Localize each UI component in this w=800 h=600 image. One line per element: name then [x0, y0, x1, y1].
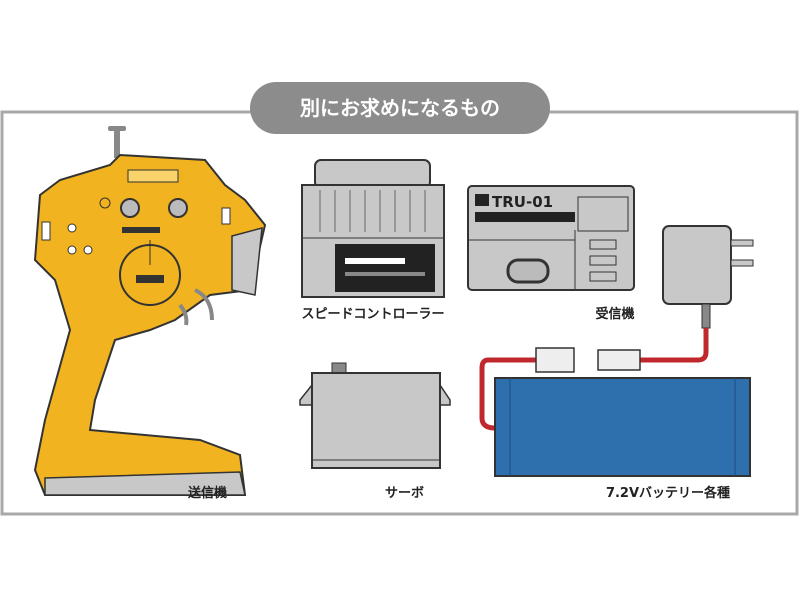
- title: 別にお求めになるもの: [300, 96, 500, 120]
- servo-illustration: サーボ: [299, 362, 451, 501]
- receiver-label: 受信機: [595, 306, 634, 322]
- battery-illustration: 7.2Vバッテリー各種: [494, 377, 751, 501]
- battery-label: 7.2Vバッテリー各種: [606, 485, 730, 501]
- receiver-model: TRU-01: [492, 193, 553, 211]
- title-badge: 別にお求めになるもの: [250, 82, 550, 134]
- servo-label: サーボ: [385, 485, 424, 501]
- speed-controller-label: スピードコントローラー: [301, 307, 444, 322]
- speed-controller-illustration: スピードコントローラー: [301, 159, 445, 322]
- transmitter-label: 送信機: [187, 485, 227, 501]
- charger-illustration: [640, 225, 754, 363]
- receiver-illustration: TRU-01 受信機: [467, 185, 635, 322]
- battery-wire: [479, 347, 641, 431]
- transmitter-illustration: 送信機: [33, 126, 267, 501]
